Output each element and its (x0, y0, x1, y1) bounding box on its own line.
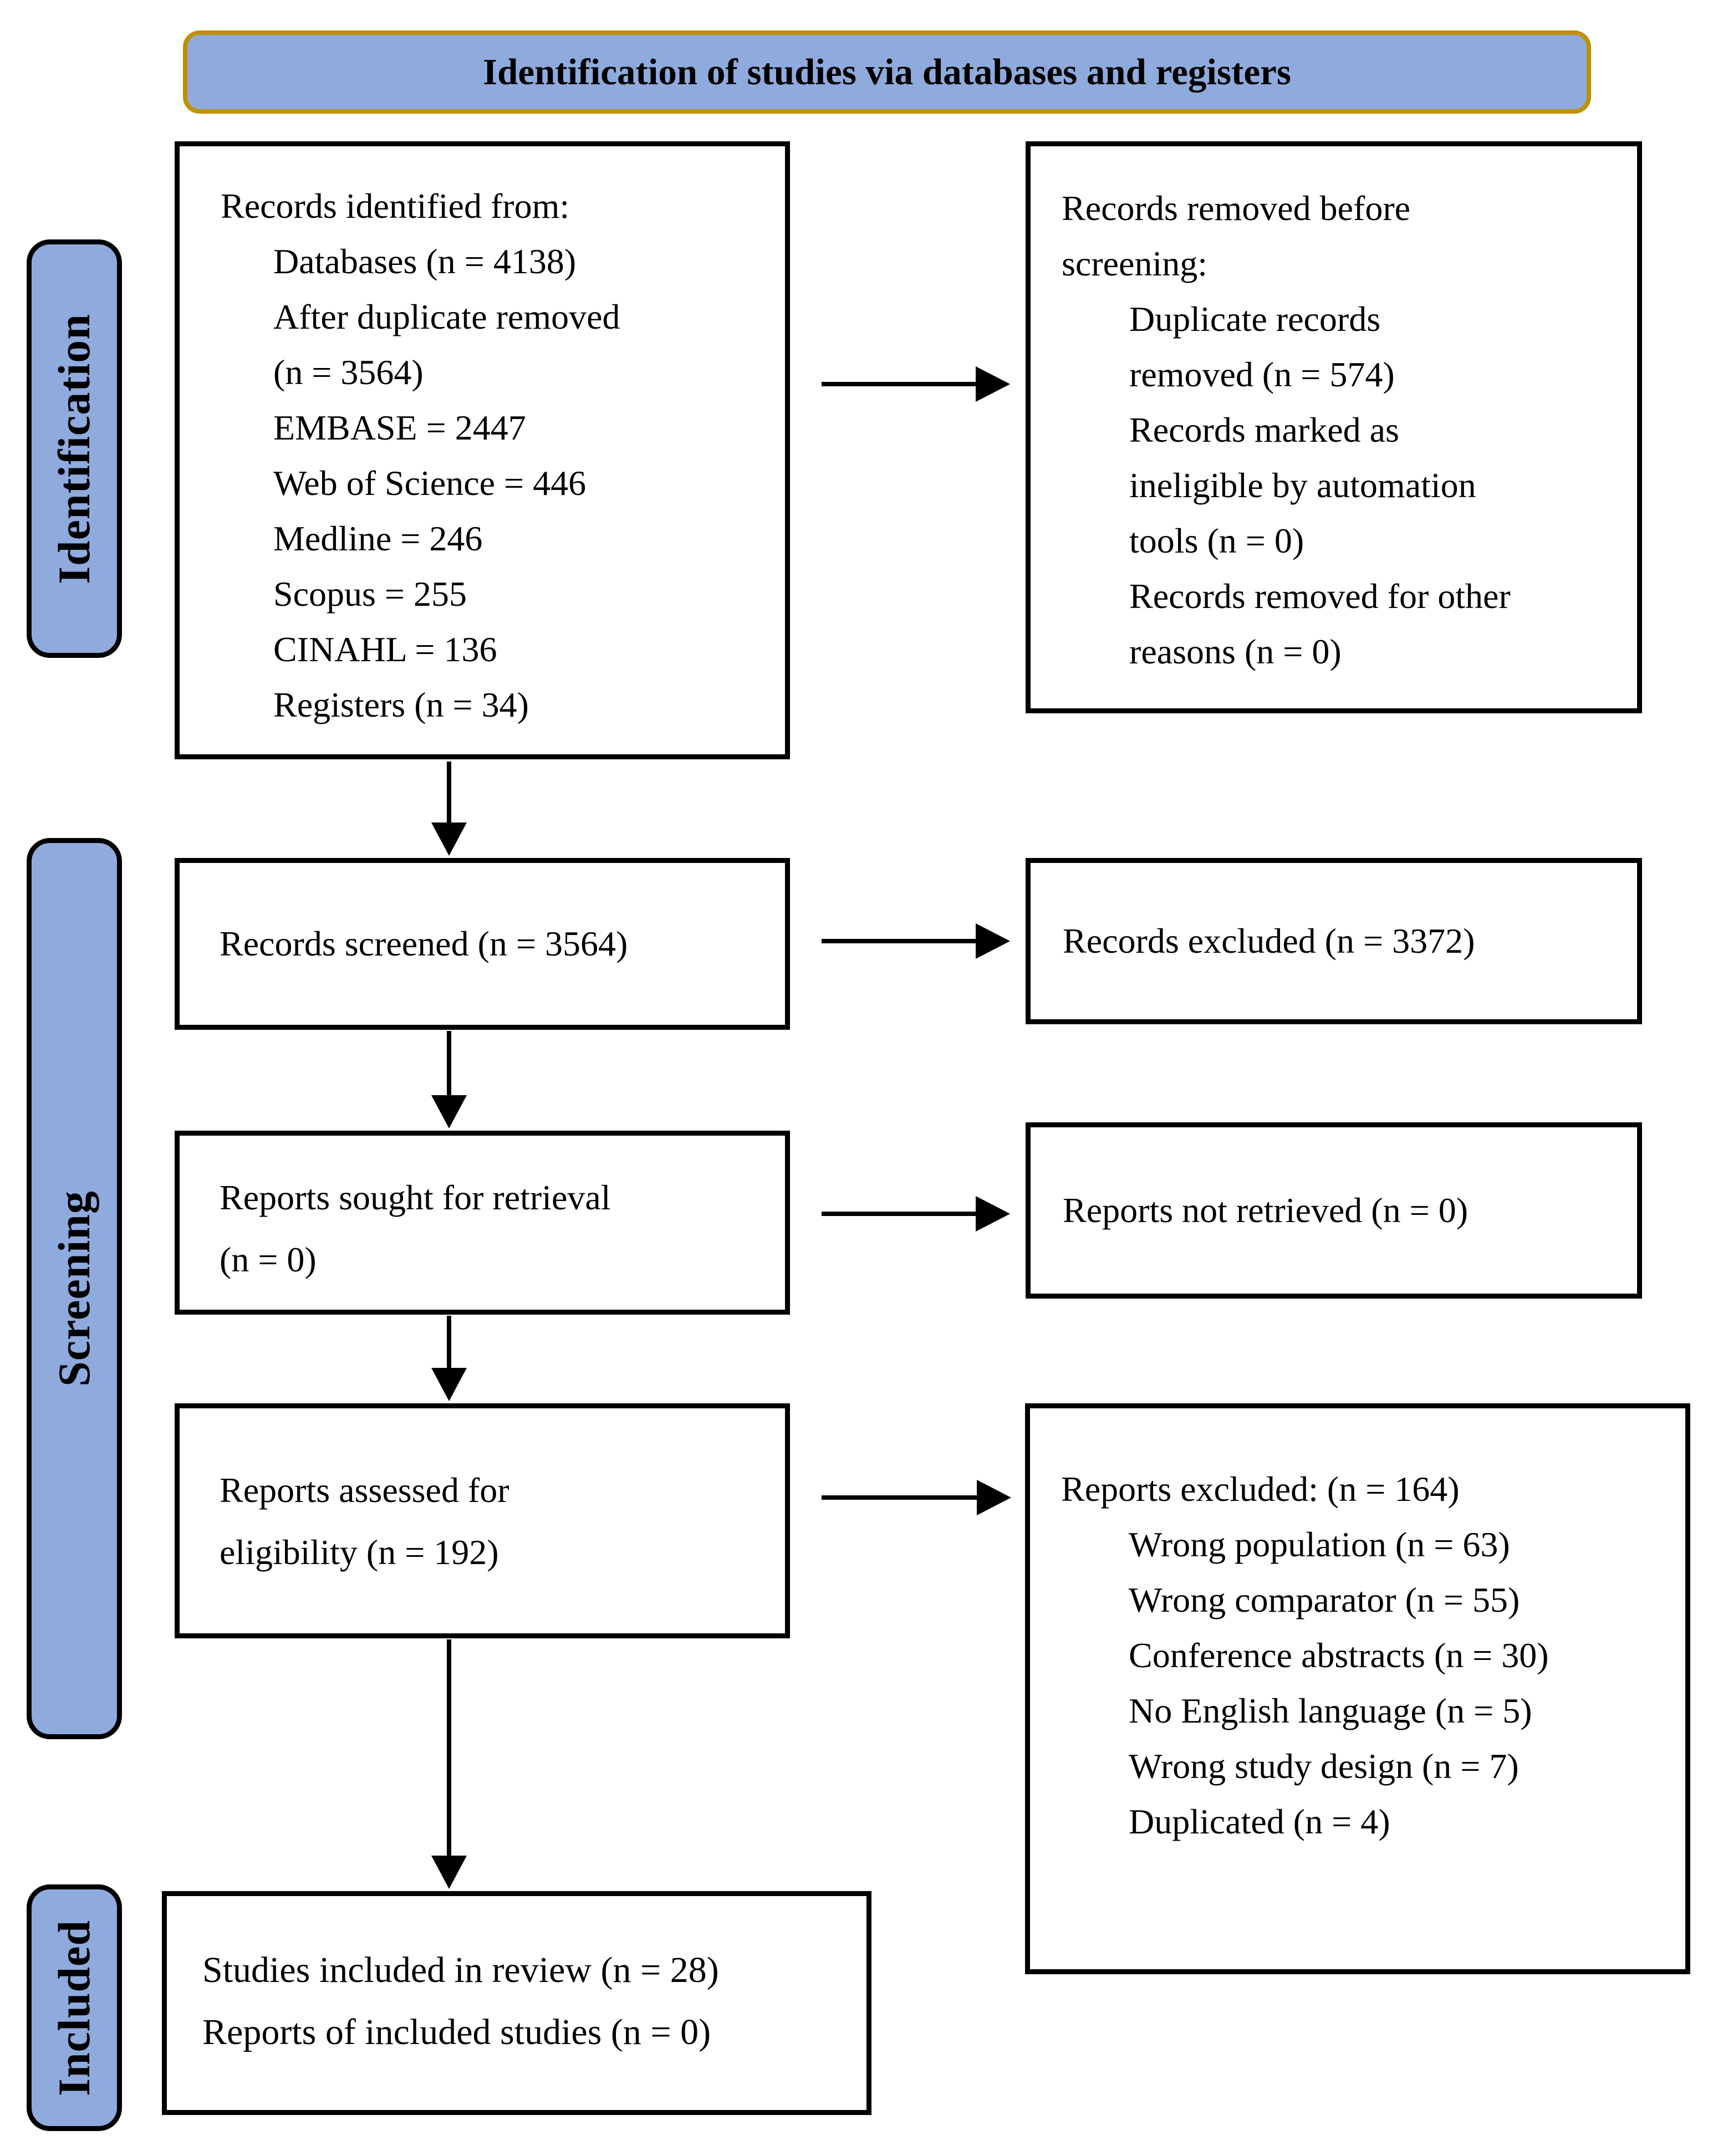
arrow-down-icon (431, 1316, 467, 1401)
box-line: Reports assessed for (220, 1470, 509, 1510)
box-line: ineligible by automation (1129, 466, 1476, 505)
arrow-right-icon (822, 1480, 1011, 1515)
arrow-head (976, 923, 1010, 959)
box-line: Records excluded (n = 3372) (1063, 921, 1475, 961)
box-line: Records screened (n = 3564) (220, 924, 628, 963)
sidebar-screening: Screening (27, 838, 122, 1739)
box-line: Reports of included studies (n = 0) (202, 2012, 711, 2052)
reports-excluded-box: Reports excluded: (n = 164) Wrong popula… (1025, 1403, 1690, 1974)
box-line: Reports sought for retrieval (220, 1178, 611, 1217)
arrow-down-icon (431, 1639, 467, 1889)
arrow-head (431, 1856, 467, 1889)
page-title: Identification of studies via databases … (483, 51, 1291, 93)
box-line: Reports excluded: (n = 164) (1061, 1469, 1460, 1509)
sidebar-included: Included (27, 1884, 122, 2131)
sidebar-identification: Identification (27, 239, 122, 658)
arrow-head (976, 366, 1010, 402)
box-line: Medline = 246 (273, 519, 483, 558)
box-line: After duplicate removed (273, 297, 620, 336)
studies-included-box: Studies included in review (n = 28) Repo… (162, 1891, 871, 2115)
box-line: (n = 3564) (273, 352, 424, 392)
records-identified-box: Records identified from: Databases (n = … (175, 141, 790, 759)
box-line: removed (n = 574) (1129, 355, 1395, 394)
box-line: Records marked as (1129, 410, 1399, 449)
box-line: Records identified from: (221, 186, 570, 226)
box-line: Web of Science = 446 (273, 463, 587, 503)
box-line: Databases (n = 4138) (273, 242, 577, 281)
box-line: eligibility (n = 192) (220, 1532, 499, 1572)
title-banner: Identification of studies via databases … (183, 30, 1591, 114)
box-line: Records removed for other (1129, 576, 1511, 616)
reports-sought-box: Reports sought for retrieval (n = 0) (175, 1131, 790, 1315)
box-line: Scopus = 255 (273, 574, 467, 614)
arrow-down-icon (431, 762, 467, 856)
box-line: Conference abstracts (n = 30) (1129, 1636, 1549, 1675)
box-line: reasons (n = 0) (1129, 632, 1342, 671)
box-line: CINAHL = 136 (273, 630, 497, 669)
arrow-head (977, 1480, 1011, 1515)
box-line: Reports not retrieved (n = 0) (1063, 1191, 1468, 1230)
records-screened-box: Records screened (n = 3564) (175, 858, 790, 1030)
box-line: screening: (1062, 244, 1207, 283)
box-line: Registers (n = 34) (273, 685, 529, 724)
box-line: Wrong comparator (n = 55) (1129, 1580, 1520, 1619)
box-line: EMBASE = 2447 (273, 408, 526, 447)
box-line: Wrong population (n = 63) (1129, 1525, 1510, 1564)
arrow-head (431, 1368, 467, 1401)
arrow-head (976, 1196, 1010, 1232)
box-line: Studies included in review (n = 28) (202, 1950, 719, 1990)
records-removed-box: Records removed before screening: Duplic… (1026, 141, 1642, 713)
records-excluded-box: Records excluded (n = 3372) (1026, 858, 1642, 1024)
arrow-right-icon (822, 923, 1010, 959)
box-line: Duplicate records (1129, 299, 1381, 339)
box-line: Duplicated (n = 4) (1129, 1802, 1390, 1841)
arrow-down-icon (431, 1031, 467, 1128)
box-line: No English language (n = 5) (1129, 1691, 1532, 1730)
box-line: Records removed before (1062, 188, 1411, 228)
reports-assessed-box: Reports assessed for eligibility (n = 19… (175, 1403, 790, 1638)
arrow-right-icon (822, 1196, 1010, 1232)
reports-not-retrieved-box: Reports not retrieved (n = 0) (1026, 1122, 1642, 1299)
arrow-head (431, 822, 467, 856)
box-line: Wrong study design (n = 7) (1129, 1746, 1519, 1786)
box-line: (n = 0) (220, 1240, 317, 1279)
arrow-right-icon (822, 366, 1010, 402)
arrow-head (431, 1095, 467, 1128)
box-line: tools (n = 0) (1129, 521, 1304, 560)
